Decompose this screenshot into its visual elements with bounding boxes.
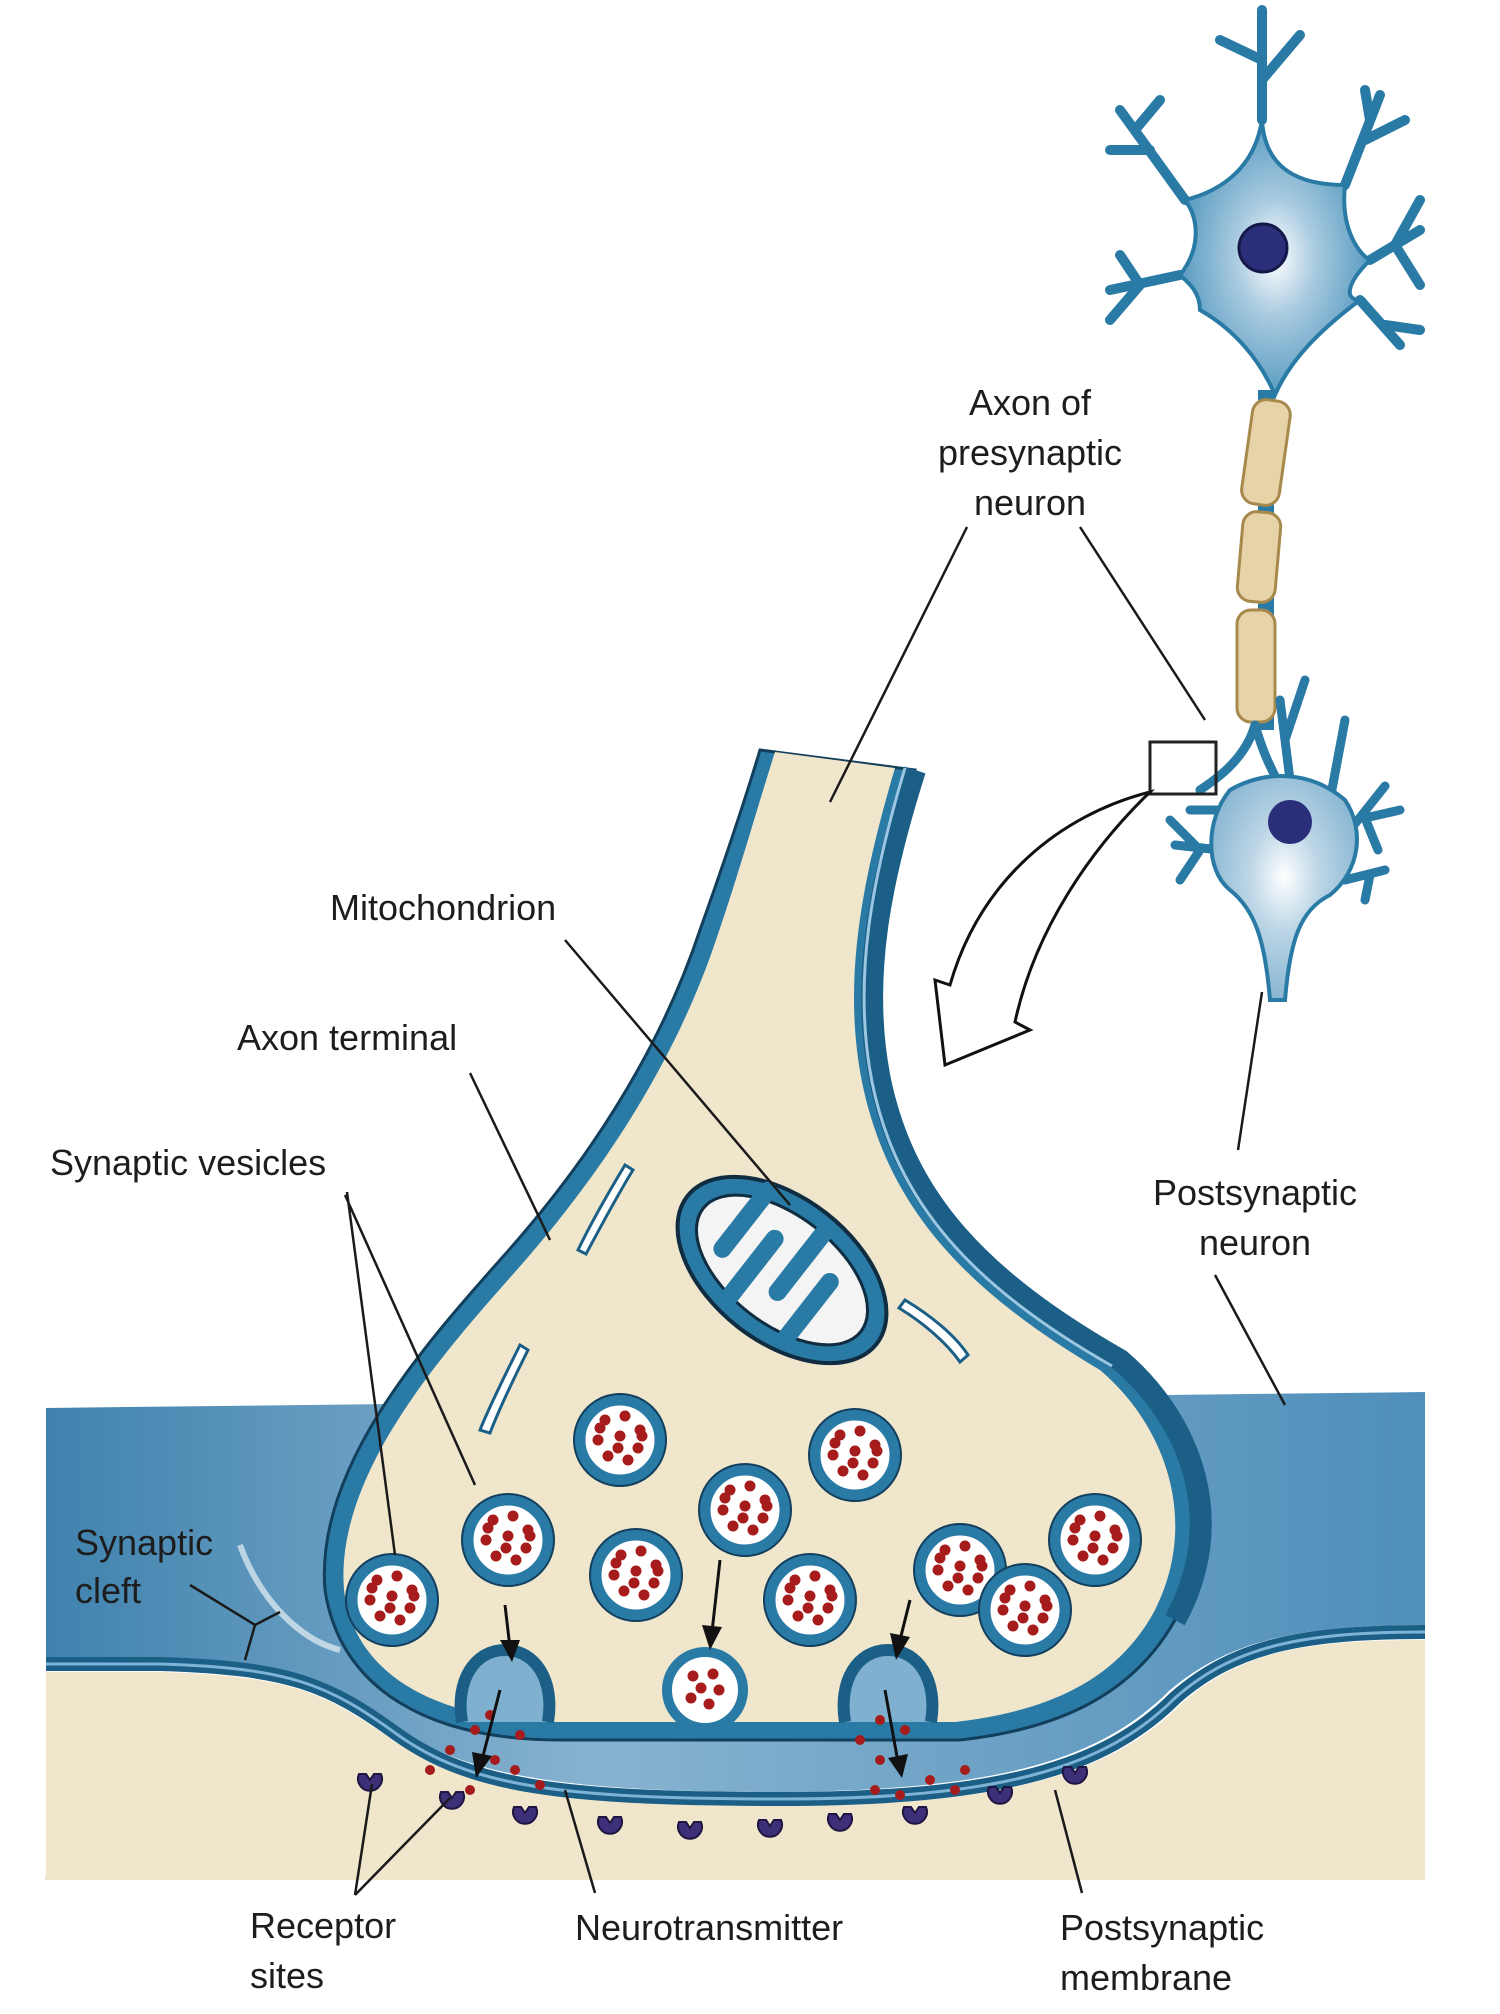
receptor-site	[1062, 1766, 1088, 1785]
neurotransmitter-molecule	[925, 1775, 935, 1785]
label-neurotransmitter: Neurotransmitter	[575, 1907, 843, 1948]
neurotransmitter-molecule	[465, 1785, 475, 1795]
postsynaptic-neuron-illustration	[933, 675, 1405, 1068]
synaptic-vesicle	[461, 1493, 555, 1587]
neurotransmitter-molecule	[950, 1785, 960, 1795]
label-mitochondrion: Mitochondrion	[330, 887, 556, 928]
neurotransmitter-molecule	[445, 1745, 455, 1755]
leader-lines	[343, 526, 1287, 1896]
docked-vesicle	[662, 1647, 748, 1733]
myelin-sheath	[1235, 510, 1283, 604]
receptor-sites	[357, 1766, 1088, 1840]
neurotransmitter-molecule	[510, 1765, 520, 1775]
receptor-site	[987, 1786, 1013, 1805]
label-axon-presynaptic-line2: presynaptic	[938, 432, 1122, 473]
label-postsynaptic-neuron-line2: neuron	[1199, 1222, 1311, 1263]
synaptic-vesicle	[345, 1553, 439, 1647]
neurotransmitter-molecule	[855, 1735, 865, 1745]
receptor-site	[597, 1816, 623, 1835]
postsynaptic-cytoplasm	[45, 1640, 1425, 1880]
neurotransmitter-molecules	[425, 1710, 970, 1800]
label-synaptic-vesicles: Synaptic vesicles	[50, 1142, 326, 1183]
neurotransmitter-molecule	[470, 1725, 480, 1735]
neurotransmitter-molecule	[535, 1780, 545, 1790]
synaptic-vesicle	[573, 1393, 667, 1487]
label-postsynaptic-membrane-line2: membrane	[1060, 1957, 1232, 1998]
synaptic-vesicle	[589, 1528, 683, 1622]
mitochondrion	[675, 1174, 889, 1366]
label-synaptic-cleft-line2: cleft	[75, 1570, 141, 1611]
fusing-vesicle-right	[837, 1643, 939, 1723]
synaptic-cleft-bracket	[189, 1583, 281, 1661]
neurotransmitter-molecule	[960, 1765, 970, 1775]
myelin-sheath	[1235, 608, 1277, 724]
neurotransmitter-molecule	[490, 1755, 500, 1765]
zoom-arrow	[933, 789, 1156, 1068]
labels: Axon of presynaptic neuron Mitochondrion…	[50, 382, 1357, 1998]
label-receptor-sites-line1: Receptor	[250, 1905, 396, 1946]
receptor-site	[757, 1819, 783, 1838]
neurotransmitter-molecule	[515, 1730, 525, 1740]
receptor-site	[827, 1813, 853, 1832]
synaptic-vesicle	[808, 1408, 902, 1502]
organelle-streaks	[477, 1162, 970, 1435]
vesicle-movement-arrows	[472, 1559, 912, 1778]
label-receptor-sites-line2: sites	[250, 1955, 324, 1996]
presynaptic-neuron	[1105, 5, 1425, 730]
receptor-site	[439, 1791, 465, 1810]
postsynaptic-soma	[1209, 774, 1359, 1002]
label-synaptic-cleft-line1: Synaptic	[75, 1522, 213, 1563]
neurotransmitter-molecule	[895, 1790, 905, 1800]
synaptic-vesicle	[1048, 1493, 1142, 1587]
label-postsynaptic-membrane-line1: Postsynaptic	[1060, 1907, 1264, 1948]
synaptic-vesicle	[763, 1553, 857, 1647]
myelin-sheath	[1240, 398, 1292, 507]
presynaptic-nucleus	[1237, 222, 1289, 274]
neurotransmitter-molecule	[875, 1715, 885, 1725]
receptor-site	[357, 1773, 383, 1792]
neurotransmitter-molecule	[425, 1765, 435, 1775]
zoom-box	[1148, 740, 1218, 796]
myelinated-axon	[1235, 390, 1292, 730]
postsynaptic-nucleus	[1268, 800, 1312, 844]
presynaptic-dendrites	[1105, 5, 1425, 350]
fusing-vesicle-left	[454, 1643, 556, 1723]
synaptic-vesicle	[913, 1523, 1007, 1617]
receptor-site	[677, 1821, 703, 1840]
receptor-site	[902, 1806, 928, 1825]
synaptic-vesicles	[345, 1393, 1142, 1657]
synaptic-vesicle	[978, 1563, 1072, 1657]
label-axon-presynaptic-line3: neuron	[974, 482, 1086, 523]
label-axon-presynaptic-line1: Axon of	[969, 382, 1092, 423]
neurotransmitter-molecule	[875, 1755, 885, 1765]
neurotransmitter-molecule	[870, 1785, 880, 1795]
receptor-site	[512, 1806, 538, 1825]
fusing-vesicles	[454, 1643, 939, 1733]
label-axon-terminal: Axon terminal	[237, 1017, 457, 1058]
neurotransmitter-molecule	[900, 1725, 910, 1735]
synaptic-vesicle	[698, 1463, 792, 1557]
label-postsynaptic-neuron-line1: Postsynaptic	[1153, 1172, 1357, 1213]
